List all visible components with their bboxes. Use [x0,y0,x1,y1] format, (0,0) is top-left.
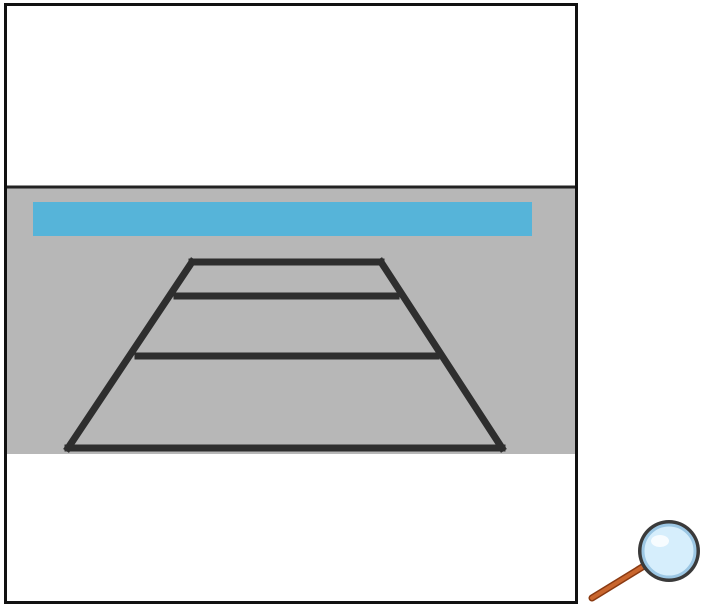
blue-bar [33,202,532,236]
magnifier-icon-graphic [586,514,703,604]
road-diagram [7,6,575,601]
illustration-frame [4,3,578,604]
magnifier-icon[interactable] [586,514,703,604]
